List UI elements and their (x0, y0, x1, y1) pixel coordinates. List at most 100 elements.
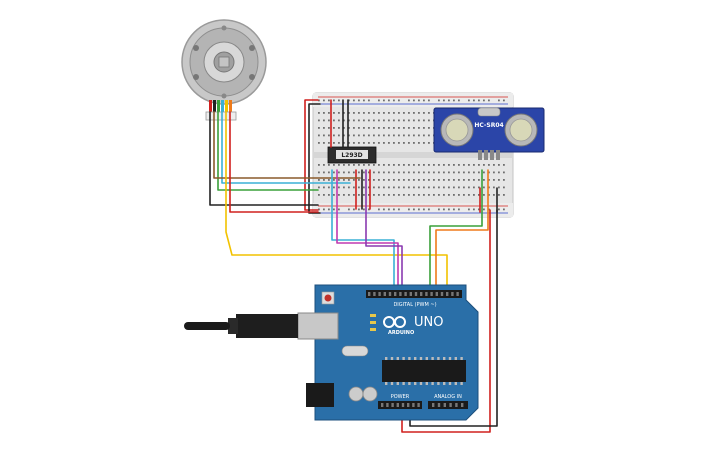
breadboard-hole (443, 99, 445, 102)
breadboard-hole (353, 208, 355, 211)
header-pin (368, 292, 371, 296)
breadboard-hole (418, 171, 420, 174)
header-pin (417, 403, 420, 407)
breadboard-hole (448, 99, 450, 102)
power-analog-header[interactable] (381, 403, 464, 407)
breadboard-hole (343, 112, 345, 114)
breadboard-hole (358, 186, 360, 189)
motor-driver-chip[interactable]: L293D (327, 146, 377, 164)
breadboard-hole (363, 99, 365, 102)
breadboard-hole (373, 171, 375, 174)
header-pin (378, 292, 381, 296)
header-pin (440, 292, 444, 296)
breadboard-hole (318, 171, 320, 174)
breadboard-hole (348, 171, 350, 174)
breadboard-hole (413, 99, 415, 102)
breadboard-hole (358, 99, 360, 102)
breadboard-hole (473, 208, 475, 211)
ultrasonic-sensor[interactable]: HC-SR04 (433, 107, 545, 160)
breadboard-hole (383, 194, 385, 196)
breadboard-hole (328, 142, 330, 144)
breadboard-hole (473, 186, 475, 189)
breadboard-hole (453, 164, 455, 166)
breadboard-hole (458, 186, 460, 189)
breadboard-hole (358, 119, 360, 122)
breadboard-hole (383, 179, 385, 181)
ultrasonic-label: HC-SR04 (474, 122, 503, 129)
breadboard-hole (363, 171, 365, 174)
breadboard-hole (443, 194, 445, 196)
breadboard-hole (468, 194, 470, 196)
header-pin (446, 292, 449, 296)
breadboard-hole (348, 99, 350, 102)
breadboard-hole (393, 142, 395, 144)
breadboard-hole (408, 112, 410, 114)
breadboard-hole (438, 171, 440, 174)
breadboard-hole (393, 164, 395, 166)
breadboard-hole (423, 171, 425, 174)
breadboard-hole (473, 164, 475, 166)
breadboard-hole (473, 171, 475, 174)
header-pin (456, 292, 459, 296)
chip-pin (390, 357, 394, 360)
breadboard-hole (328, 208, 330, 211)
chip-pin (396, 357, 399, 360)
breadboard-hole (343, 164, 345, 166)
header-pin (391, 403, 394, 407)
breadboard-hole (353, 112, 355, 114)
breadboard-hole (323, 99, 325, 102)
breadboard-hole (398, 112, 400, 114)
breadboard-hole (473, 179, 475, 181)
breadboard-hole (408, 171, 410, 174)
breadboard-hole (443, 179, 445, 181)
breadboard-hole (498, 164, 500, 166)
arduino-uno[interactable]: DIGITAL (PWM ~) ARDUINO UNO POWER ANALOG… (184, 284, 479, 421)
breadboard-hole (333, 127, 335, 129)
breadboard-hole (468, 99, 470, 102)
breadboard-hole (393, 134, 395, 137)
breadboard-hole (483, 171, 485, 174)
chip-pin (437, 382, 440, 385)
breadboard-hole (433, 186, 435, 189)
breadboard-hole (433, 179, 435, 181)
breadboard-hole (418, 134, 420, 137)
breadboard-hole (428, 119, 430, 122)
breadboard-hole (318, 119, 320, 122)
breadboard-hole (323, 171, 325, 174)
breadboard-hole (428, 208, 430, 211)
breadboard-hole (468, 164, 470, 166)
breadboard-hole (448, 194, 450, 196)
breadboard-hole (368, 127, 370, 129)
breadboard-hole (418, 119, 420, 122)
header-pin (404, 292, 407, 296)
breadboard-hole (378, 127, 380, 129)
breadboard-hole (328, 171, 330, 174)
breadboard-hole (333, 142, 335, 144)
breadboard-hole (408, 119, 410, 122)
breadboard-hole (338, 99, 340, 102)
breadboard-hole (423, 99, 425, 102)
breadboard-hole (328, 119, 330, 122)
breadboard-hole (398, 186, 400, 189)
breadboard-hole (398, 179, 400, 181)
breadboard-hole (388, 142, 390, 144)
breadboard-hole (323, 112, 325, 114)
dc-motor[interactable] (181, 19, 267, 121)
breadboard-hole (413, 171, 415, 174)
chip-pin (385, 357, 388, 360)
chip-pin (443, 357, 446, 360)
breadboard-hole (348, 186, 350, 189)
breadboard-hole (448, 208, 450, 211)
breadboard-hole (318, 164, 320, 166)
breadboard-hole (318, 112, 320, 114)
breadboard-hole (398, 171, 400, 174)
breadboard-hole (378, 179, 380, 181)
digital-header[interactable] (368, 292, 459, 296)
breadboard-hole (448, 171, 450, 174)
breadboard-hole (373, 142, 375, 144)
breadboard-hole (363, 119, 365, 122)
breadboard-hole (418, 127, 420, 129)
breadboard-hole (433, 164, 435, 166)
breadboard-hole (493, 194, 495, 196)
